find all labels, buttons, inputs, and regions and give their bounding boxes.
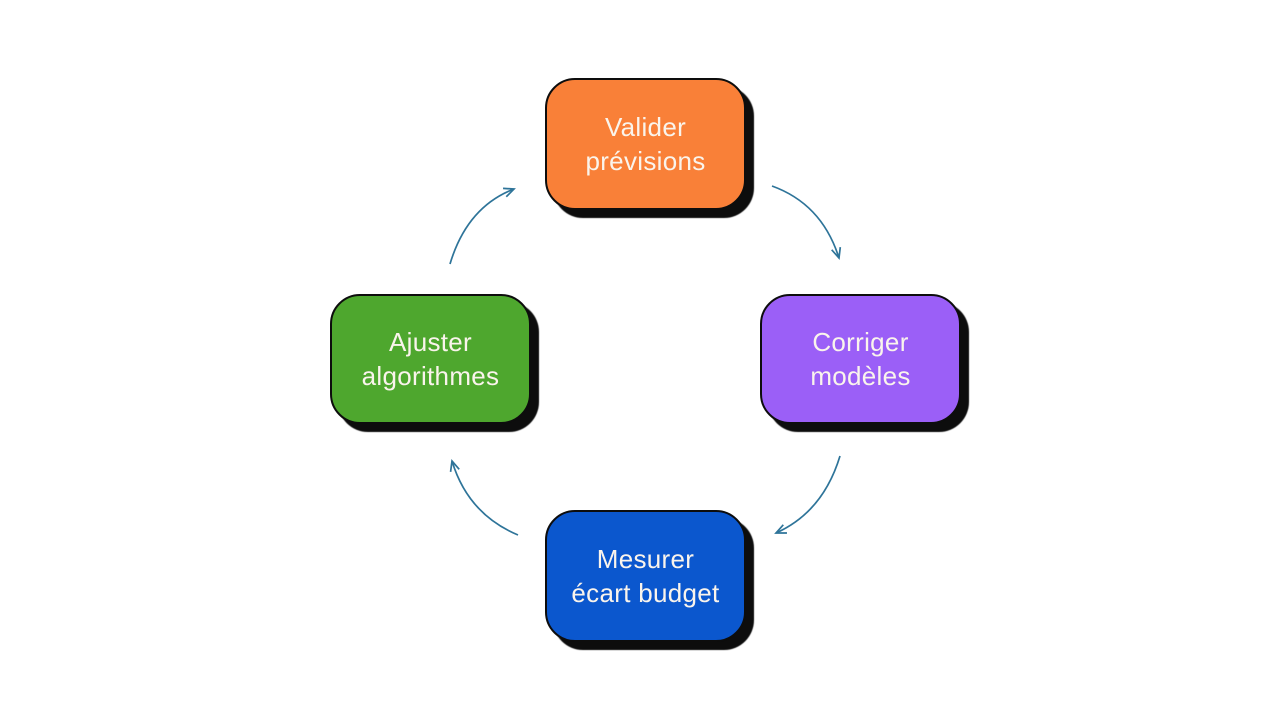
node-label-line: algorithmes [361, 361, 500, 391]
node-label-line: Mesurer [596, 544, 695, 574]
node-mesurer-ecart-budget[interactable]: Mesurer écart budget [545, 510, 746, 642]
node-label-line: prévisions [585, 146, 706, 176]
node-corriger-modeles[interactable]: Corriger modèles [760, 294, 961, 424]
node-label-line: Corriger [812, 327, 909, 357]
node-label-line: modèles [810, 361, 911, 391]
node-label-line: Ajuster [388, 327, 473, 357]
node-label-line: écart budget [571, 578, 720, 608]
node-label-line: Valider [604, 112, 687, 142]
arrow-right-to-bottom[interactable] [774, 455, 841, 534]
node-valider-previsions[interactable]: Valider prévisions [545, 78, 746, 210]
arrow-left-to-top[interactable] [449, 187, 516, 265]
arrow-bottom-to-left[interactable] [449, 459, 519, 536]
arrow-top-to-right[interactable] [771, 185, 842, 260]
node-ajuster-algorithmes[interactable]: Ajuster algorithmes [330, 294, 531, 424]
